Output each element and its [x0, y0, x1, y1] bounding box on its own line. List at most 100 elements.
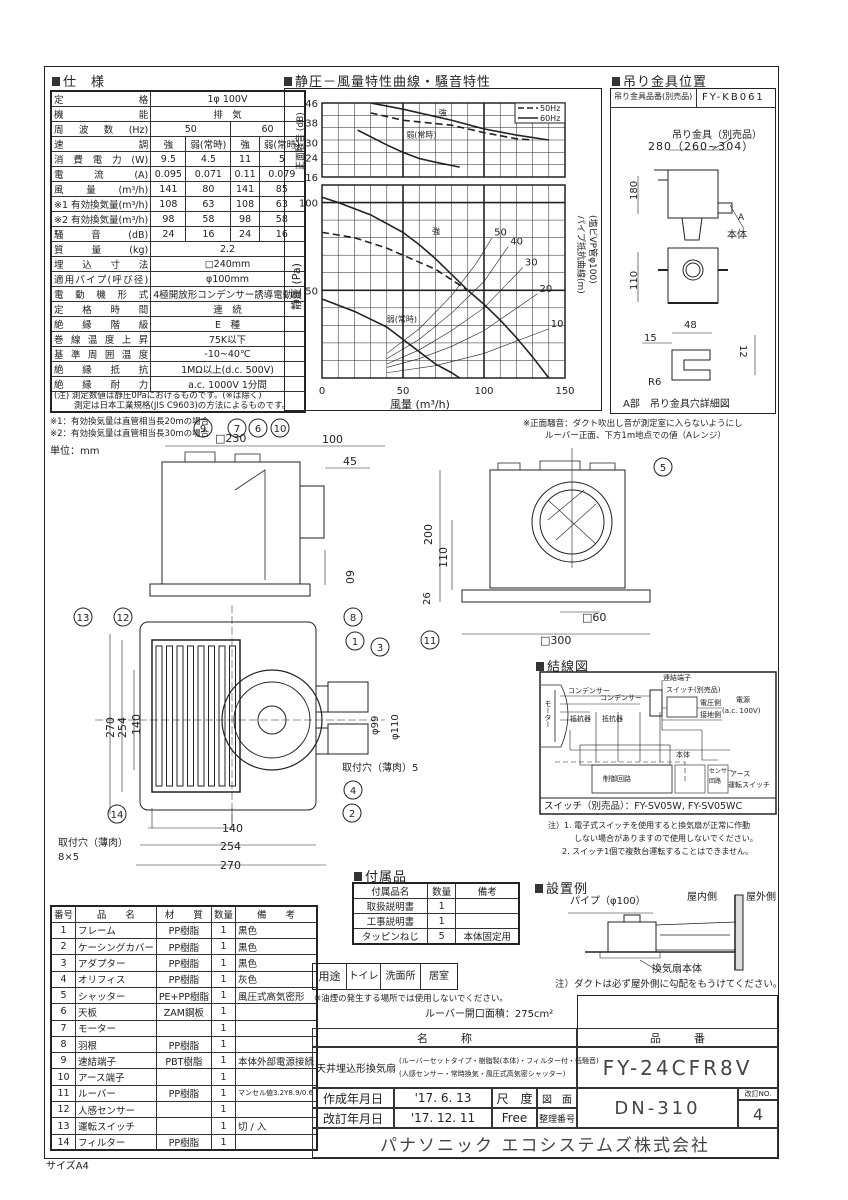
louver-slat	[187, 645, 194, 787]
parts-cell: PE+PP樹脂	[155, 986, 212, 1005]
noise-y-label: 正面騒音 (dB)	[294, 112, 306, 170]
parts-cell: ケーシングカバー	[75, 938, 157, 956]
balloon-number: 5	[660, 463, 666, 474]
wiring-control: 制御回路	[603, 775, 631, 783]
curve-annotation: 弱(常時)	[406, 131, 436, 140]
balloon-number: 10	[274, 424, 287, 435]
y-tick-label: 100	[299, 199, 318, 210]
wiring-run-switch: 運転スイッチ	[728, 781, 770, 789]
wiring-earth: アース	[730, 770, 751, 778]
pipe-curve-10	[386, 328, 549, 374]
hanger-panel	[610, 88, 776, 414]
pressure-y-label: 静圧 (Pa)	[289, 263, 303, 310]
usage-box: 用途 トイレ 洗面所 居室	[312, 963, 458, 990]
parts-cell: アダプター	[75, 954, 157, 972]
balloon-number: 1	[352, 637, 358, 648]
hanger-dim-110: 110	[629, 271, 640, 290]
parts-header: 備 考	[235, 905, 318, 923]
plot-frame	[321, 102, 566, 178]
wiring-capacitor-1: コンデンサー	[568, 687, 610, 695]
wiring-terminal: 連結端子	[663, 674, 691, 682]
acc-cell	[455, 898, 520, 914]
parts-cell	[155, 1019, 212, 1037]
parts-cell: 8	[50, 1035, 77, 1054]
parts-cell: 1	[210, 986, 237, 1005]
balloon-circle	[345, 631, 365, 651]
y-tick-label: 50	[305, 286, 318, 297]
acc-header-row: 付属品名数量備考	[352, 882, 520, 899]
usage-label: 用途	[313, 964, 347, 989]
noise-note-1: ※正面騒音：ダクト吹出し音が測定室に入らないようにし	[523, 419, 743, 429]
company-name: パナソニック エコシステムズ株式会社	[312, 1128, 778, 1158]
parts-cell: 人感センサー	[75, 1101, 157, 1119]
chart-section-title: 静圧－風量特性曲線・騒音特性	[284, 71, 491, 90]
louver-slat	[208, 645, 215, 787]
spec-row: 速調強弱(常時)強弱(常時)	[50, 136, 306, 152]
oil-note: ※油煙の発生する場所では使用しないでください。	[314, 994, 508, 1004]
hanger-part-number: FY-KB061	[702, 92, 765, 103]
balloon-number: 13	[77, 613, 90, 624]
chart-panel	[284, 88, 602, 411]
front-dim-200: 200	[422, 524, 435, 545]
y-tick-label: 46	[305, 99, 318, 110]
parts-cell: 12	[50, 1101, 77, 1119]
front-dim-26: 26	[422, 592, 433, 605]
balloon-circle	[107, 804, 127, 824]
louver-slat	[197, 645, 205, 787]
bottom-dim-270-h: 270	[220, 859, 241, 872]
balloon-number: 7	[234, 424, 240, 435]
wiring-voltage-side: 電圧側	[700, 699, 721, 707]
unit-label: 単位：mm	[50, 446, 100, 457]
install-outdoor-label: 屋外側	[746, 892, 776, 903]
balloon-circle	[193, 418, 213, 438]
install-drawing	[568, 894, 744, 973]
legend-60hz: 60Hz	[540, 114, 560, 123]
parts-cell: PBT樹脂	[155, 1052, 212, 1070]
parts-cell: 2	[50, 938, 77, 956]
wiring-switch-models: スイッチ（別売品）：FY-SV05W, FY-SV05WC	[544, 801, 743, 812]
y-tick-label: 38	[305, 119, 318, 130]
spec-note-1: (注) 測定数値は静圧0Paにおけるものです。(※は除く)	[54, 391, 262, 401]
side-dim-100: 100	[322, 433, 343, 446]
created-date: '17. 6. 13	[394, 1088, 492, 1108]
parts-cell: 6	[50, 1003, 77, 1021]
hanger-dim-48: 48	[684, 320, 697, 331]
wiring-body: 本体	[676, 751, 690, 759]
wiring-resistor-2: 抵抗器	[602, 715, 623, 723]
acc-cell: 取扱説明書	[352, 898, 428, 914]
parts-cell: マンセル値3.2Y8.9/0.6	[235, 1084, 318, 1103]
wiring-power: 電源	[736, 696, 750, 704]
hanger-bracket-label: 吊り金具（別売品）	[672, 128, 762, 141]
spec-value: 63	[185, 196, 232, 212]
pipe-curve-label: 40	[510, 236, 523, 247]
parts-cell: PP樹脂	[155, 921, 212, 940]
parts-cell: 4	[50, 970, 77, 988]
revision-number: 4	[738, 1100, 778, 1128]
parts-cell: フレーム	[75, 921, 157, 940]
balloon-circle	[420, 630, 440, 650]
parts-cell: 13	[50, 1117, 77, 1135]
parts-cell: ZAM鋼板	[155, 1003, 212, 1021]
parts-cell	[155, 1068, 212, 1086]
drawing-frame	[44, 66, 779, 1159]
acc-cell: 5	[426, 928, 457, 945]
pipe-curve-40	[386, 246, 509, 359]
wiring-sensor-1: センサー	[709, 768, 734, 775]
plot-frame	[321, 184, 566, 379]
parts-cell: 黒色	[235, 938, 318, 956]
acc-cell: 1	[426, 898, 457, 914]
wiring-resistor-1: 抵抗器	[570, 715, 591, 723]
x-tick-label: 0	[319, 386, 325, 397]
front-dim-110: 110	[437, 547, 450, 568]
install-indoor-label: 屋内側	[687, 892, 717, 903]
balloon-number: 6	[255, 424, 261, 435]
